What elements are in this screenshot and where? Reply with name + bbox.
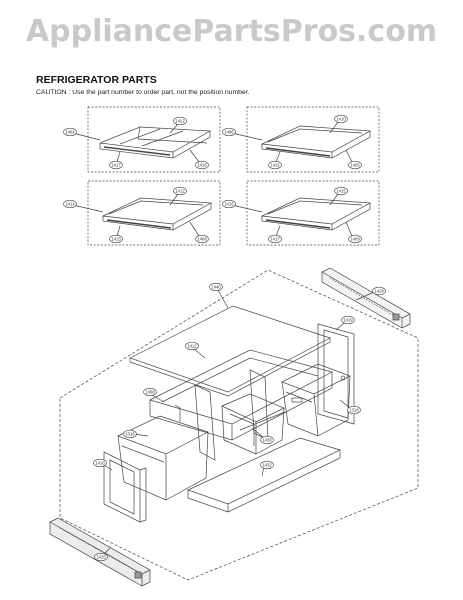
callout: 1408 — [195, 234, 209, 244]
callout: 1316 — [123, 429, 137, 439]
svg-text:1410: 1410 — [336, 117, 346, 122]
svg-text:1422: 1422 — [175, 119, 185, 124]
callout: 1416 — [222, 199, 236, 209]
svg-text:1417: 1417 — [111, 163, 121, 168]
callouts: 1404 1422 1417 1416 1406 1410 1411 1405 … — [63, 114, 386, 562]
callout: 1318 — [347, 405, 361, 415]
svg-text:1432: 1432 — [262, 463, 272, 468]
svg-text:1425: 1425 — [96, 555, 106, 560]
svg-text:1316: 1316 — [125, 432, 135, 437]
svg-text:1416: 1416 — [197, 163, 207, 168]
callout: 1411 — [268, 160, 282, 170]
shelf-box-2 — [231, 106, 380, 173]
callout: 1415 — [334, 186, 348, 196]
callout: 1308 — [143, 387, 157, 397]
shelf-box-3 — [72, 180, 221, 246]
shelf-glass — [260, 125, 372, 159]
callout: 1412 — [173, 186, 187, 196]
svg-text:1412: 1412 — [187, 344, 197, 349]
assembly-outline — [59, 269, 419, 581]
callout: 1406 — [222, 127, 236, 137]
shelf-box-1 — [72, 106, 221, 173]
callout: 1412 — [185, 341, 199, 351]
bottom-rail — [49, 517, 151, 587]
crisper-drawer-left — [117, 415, 209, 501]
page-title: REFRIGERATOR PARTS — [36, 74, 157, 86]
watermark: AppliancePartsPros.com — [25, 14, 438, 49]
crisper-cover — [129, 305, 331, 397]
svg-text:1411: 1411 — [270, 163, 280, 168]
divider — [221, 393, 285, 455]
crisper-drawer-right — [281, 363, 351, 437]
svg-text:1430: 1430 — [262, 438, 272, 443]
svg-text:1308: 1308 — [145, 390, 155, 395]
svg-text:1440: 1440 — [211, 285, 221, 290]
callout: 1410 — [334, 114, 348, 124]
svg-text:1412: 1412 — [175, 189, 185, 194]
callout: 1440 — [209, 282, 223, 292]
callout: 1432 — [260, 460, 274, 470]
callout: 1422 — [173, 116, 187, 126]
svg-text:1414: 1414 — [65, 202, 75, 207]
caution-note: CAUTION : Use the part number to order p… — [36, 89, 250, 96]
callout: 1419 — [341, 315, 355, 325]
svg-text:1404: 1404 — [65, 130, 75, 135]
svg-text:1419: 1419 — [343, 318, 353, 323]
callout: 1416 — [195, 160, 209, 170]
drawer-front — [103, 451, 147, 523]
top-rail — [321, 267, 411, 329]
callout: 1417 — [109, 160, 123, 170]
callout: 1413 — [109, 234, 123, 244]
shelf-box-4 — [231, 180, 380, 246]
callout: 1425 — [94, 552, 108, 562]
svg-text:1408: 1408 — [197, 237, 207, 242]
shelf-glass — [260, 197, 372, 231]
shelf-glass-split — [99, 126, 212, 159]
callout: 1409 — [348, 234, 362, 244]
svg-text:1424: 1424 — [374, 289, 384, 294]
callout: 1424 — [372, 286, 386, 296]
callout: 1430 — [260, 435, 274, 445]
svg-text:1318: 1318 — [349, 408, 359, 413]
svg-text:1416: 1416 — [224, 202, 234, 207]
shelf-glass — [101, 197, 213, 231]
center-frame — [149, 349, 333, 461]
svg-text:1406: 1406 — [224, 130, 234, 135]
svg-text:1418: 1418 — [95, 461, 105, 466]
callout: 1418 — [93, 458, 107, 468]
callout: 1417 — [268, 234, 282, 244]
base-tray — [187, 437, 341, 513]
callout: 1404 — [63, 127, 77, 137]
callout: 1414 — [63, 199, 77, 209]
callout: 1405 — [348, 160, 362, 170]
svg-text:1409: 1409 — [350, 237, 360, 242]
svg-text:1415: 1415 — [336, 189, 346, 194]
svg-text:1417: 1417 — [270, 237, 280, 242]
svg-text:1413: 1413 — [111, 237, 121, 242]
svg-text:1405: 1405 — [350, 163, 360, 168]
